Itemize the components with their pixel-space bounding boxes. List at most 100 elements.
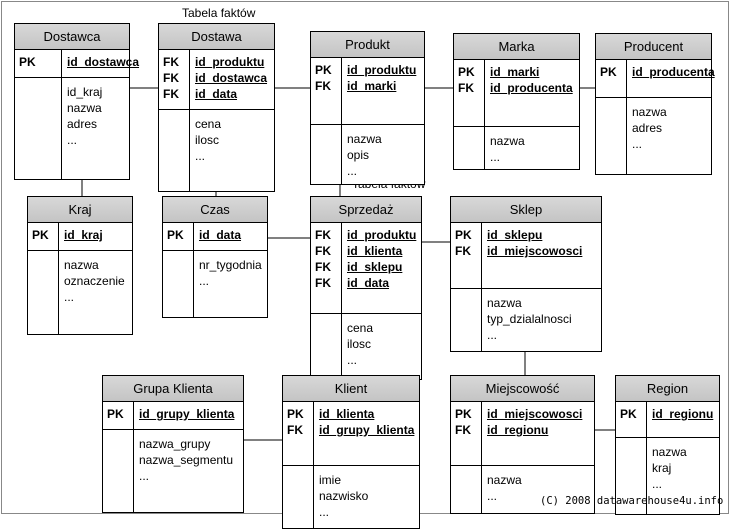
attribute-name: opis (347, 148, 370, 162)
attribute-row: nazwa_grupy (103, 436, 243, 452)
attribute-name: adres (67, 117, 98, 131)
copyright-text: (C) 2008 datawarehouse4u.info (540, 495, 724, 507)
attribute-name: ... (632, 137, 643, 151)
key-type: FK (315, 228, 331, 242)
attribute-row: ... (311, 163, 424, 179)
attribute-name: oznaczenie (64, 274, 125, 288)
attribute-name: ... (195, 149, 206, 163)
attribute-name: ... (319, 505, 330, 519)
attribute-row: ... (616, 476, 719, 492)
key-type: FK (455, 244, 471, 258)
key-section: PK id_producenta (596, 60, 715, 98)
attribute-row: ... (163, 273, 267, 289)
entity-title: Czas (163, 197, 267, 223)
key-row: FK id_sklepu (311, 259, 421, 275)
attribute-name: nazwa (490, 134, 525, 148)
key-row: PK id_regionu (616, 406, 719, 422)
attribute-section: nazwa... (454, 127, 579, 169)
attribute-row: id_kraj (15, 84, 129, 100)
key-name: id_producenta (490, 81, 573, 95)
entity-title: Kraj (28, 197, 132, 223)
column-divider (341, 58, 342, 184)
attribute-name: nazwa (487, 296, 522, 310)
key-section: PK id_regionu (616, 402, 719, 438)
attribute-name: nazwa (632, 105, 667, 119)
key-name: id_grupy_klienta (319, 423, 415, 437)
key-type: PK (600, 65, 617, 79)
key-name: id_data (199, 228, 242, 242)
entity-title: Sprzedaż (311, 197, 421, 223)
key-type: FK (315, 276, 331, 290)
entity-title: Dostawa (159, 24, 274, 50)
attribute-row: nazwa (311, 131, 424, 147)
entity-title: Region (616, 376, 719, 402)
column-divider (484, 60, 485, 169)
attribute-name: ... (64, 290, 75, 304)
entity-title: Sklep (451, 197, 601, 223)
key-type: PK (107, 407, 124, 421)
column-divider (193, 223, 194, 317)
attribute-name: ... (67, 133, 78, 147)
key-name: id_marki (347, 79, 397, 93)
key-name: id_regionu (652, 407, 714, 421)
key-row: FK id_data (311, 275, 421, 291)
key-type: PK (287, 407, 304, 421)
column-divider (341, 223, 342, 379)
key-type: FK (163, 71, 179, 85)
entity-title: Produkt (311, 32, 424, 58)
attribute-row: nazwa (15, 100, 129, 116)
attribute-name: ilosc (347, 337, 372, 351)
key-name: id_produktu (195, 55, 265, 69)
attribute-name: nazwa (652, 445, 687, 459)
key-name: id_produktu (347, 63, 417, 77)
key-type: PK (455, 228, 472, 242)
attribute-row: nazwa (596, 104, 711, 120)
key-name: id_producenta (632, 65, 715, 79)
attribute-name: ... (347, 164, 358, 178)
key-name: id_sklepu (347, 260, 403, 274)
attribute-row: oznaczenie (28, 273, 132, 289)
key-type: PK (19, 55, 36, 69)
key-name: id_klienta (319, 407, 375, 421)
key-type: FK (315, 260, 331, 274)
key-name: id_regionu (487, 423, 549, 437)
attribute-row: ... (159, 148, 274, 164)
entity-title: Miejscowość (451, 376, 594, 402)
column-divider (189, 50, 190, 191)
column-divider (626, 60, 627, 174)
attribute-name: nazwa (347, 132, 382, 146)
attribute-row: ... (596, 136, 711, 152)
attribute-name: nazwa_grupy (139, 437, 211, 451)
attribute-name: ... (490, 150, 501, 164)
attribute-row: opis (311, 147, 424, 163)
key-type: PK (620, 407, 637, 421)
key-name: id_data (347, 276, 390, 290)
attribute-row: ilosc (159, 132, 274, 148)
key-type: FK (163, 87, 179, 101)
key-type: PK (458, 65, 475, 79)
